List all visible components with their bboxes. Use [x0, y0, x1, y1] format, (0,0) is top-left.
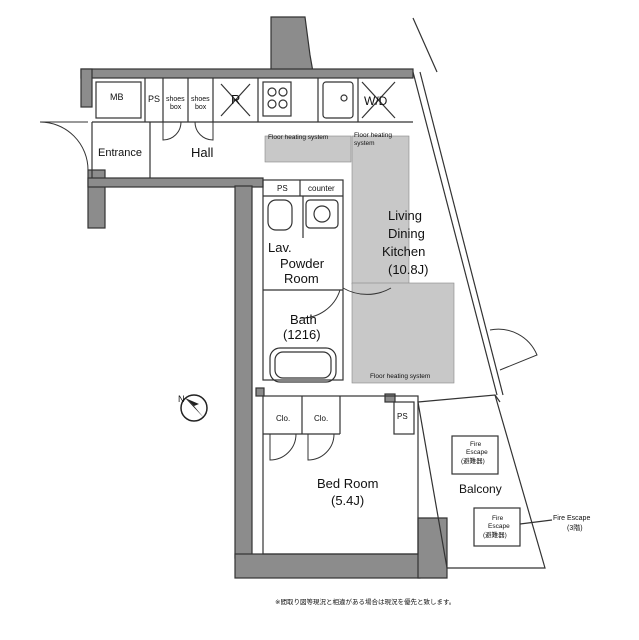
floor-heating-label-1: Floor heating system: [268, 134, 328, 141]
label-ldk-2: Dining: [388, 226, 425, 241]
footnote: ※間取り図等現況と相違がある場合は現況を優先と致します。: [275, 597, 455, 606]
label-bedroom-2: (5.4J): [331, 493, 364, 508]
label-fridge: R: [231, 92, 240, 107]
fire-escape-1b: Escape: [466, 449, 488, 456]
label-shoes-box-2a: shoes: [191, 96, 210, 103]
label-closet-1: Clo.: [276, 414, 290, 423]
label-lav-2: Powder: [280, 256, 325, 271]
floor-heating-areas: [264, 135, 455, 384]
label-counter: counter: [308, 184, 335, 193]
wall-left-vertical: [234, 185, 253, 559]
wall-pier-bath: [255, 387, 265, 397]
wall-column-bottom: [417, 517, 448, 579]
floor-heating-label-2b: system: [354, 140, 375, 147]
annotations: Floor heating system Floor heating syste…: [268, 132, 590, 539]
label-entrance: Entrance: [98, 147, 142, 159]
label-lav-3: Room: [284, 271, 319, 286]
wall-bottom: [234, 553, 421, 579]
wall-entrance-left: [80, 68, 93, 108]
label-ldk-4: (10.8J): [388, 262, 428, 277]
label-closet-2: Clo.: [314, 414, 328, 423]
label-ps-lav: PS: [277, 184, 288, 193]
floor-heating-label-2a: Floor heating: [354, 132, 392, 139]
fire-escape-3a: Fire Escape: [553, 515, 590, 522]
heating-area-ldk-upper: [351, 135, 410, 285]
fire-escape-2b: Escape: [488, 523, 510, 530]
label-bath-2: (1216): [283, 327, 321, 342]
fire-escape-2c: (避難器): [483, 530, 507, 539]
label-balcony: Balcony: [459, 482, 502, 496]
label-shoes-box-2b: box: [195, 104, 207, 111]
fire-escape-1a: Fire: [470, 441, 482, 448]
compass-label: N: [178, 394, 185, 404]
label-washer-dryer: W/D: [364, 94, 388, 108]
label-bedroom-1: Bed Room: [317, 476, 378, 491]
label-ps-bed: PS: [397, 412, 408, 421]
doors: [39, 121, 538, 461]
label-ldk-3: Kitchen: [382, 244, 425, 259]
label-bath-1: Bath: [290, 312, 317, 327]
compass: N: [178, 394, 208, 422]
label-hall: Hall: [191, 145, 214, 160]
heating-area-hall: [264, 135, 352, 163]
label-shoes-box-1b: box: [170, 104, 182, 111]
label-lav-1: Lav.: [268, 240, 292, 255]
label-ps-top: PS: [148, 94, 160, 104]
label-shoes-box-1a: shoes: [166, 96, 185, 103]
wall-top: [80, 68, 414, 79]
fire-escape-2a: Fire: [492, 515, 504, 522]
fire-escape-3b: (3階): [567, 523, 583, 532]
fire-escape-1c: (避難器): [461, 456, 485, 465]
entrance-door: [39, 121, 89, 171]
room-labels: MB PS shoes box shoes box R W/D Entrance…: [98, 92, 502, 508]
wall-column-top: [270, 16, 314, 73]
floor-heating-label-3: Floor heating system: [370, 373, 430, 380]
heating-area-ldk-lower: [351, 282, 455, 384]
label-ldk-1: Living: [388, 208, 422, 223]
label-mb: MB: [110, 92, 124, 102]
wall-pier-ps: [384, 393, 396, 403]
interior-lines: [91, 17, 546, 569]
